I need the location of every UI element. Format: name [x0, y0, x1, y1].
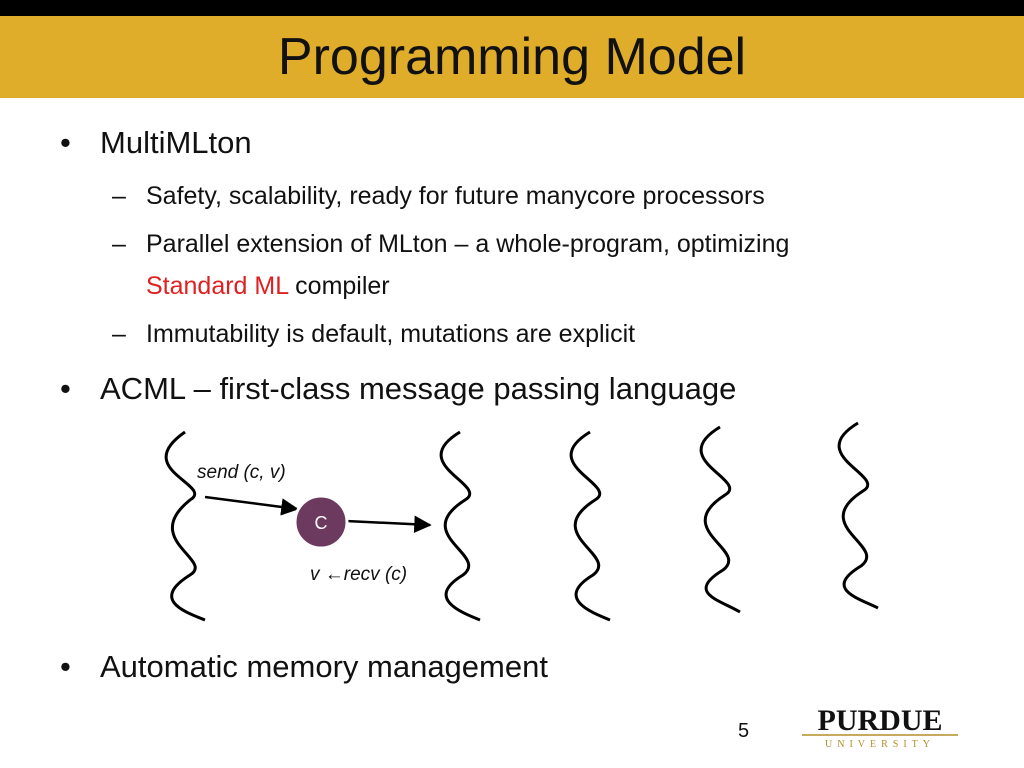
thread-2 [439, 430, 481, 622]
recv-arrow [345, 515, 432, 533]
channel-node [293, 494, 349, 550]
compiler-text: compiler [288, 272, 390, 300]
bullet-marker: • [60, 649, 71, 684]
dash-marker: – [112, 182, 126, 210]
sub-bullet-text-line2: Standard ML compiler [146, 266, 390, 306]
standard-ml-highlight: Standard ML [146, 272, 289, 300]
sub-bullet-text: Safety, scalability, ready for future ma… [146, 182, 765, 210]
bullet-marker: • [60, 371, 71, 406]
top-strip [0, 0, 1024, 16]
send-label: send (c, v) [197, 462, 286, 483]
dash-marker: – [112, 230, 126, 258]
page-number: 5 [738, 720, 750, 742]
sub-bullet-text-line1: Parallel extension of MLton – a whole-pr… [146, 230, 790, 258]
channel-label: C [315, 513, 328, 533]
sub-bullet-text: Immutability is default, mutations are e… [146, 320, 636, 348]
title-bar [0, 16, 1024, 98]
logo-word-purdue: PURDUE [818, 704, 943, 737]
bullet-marker: • [60, 125, 71, 160]
logo-word-university: UNIVERSITY [825, 739, 935, 750]
bullet-text: Automatic memory management [100, 649, 548, 684]
dash-marker: – [112, 320, 126, 348]
thread-3 [569, 430, 611, 622]
thread-1 [164, 430, 206, 622]
purdue-logo: PURDUE UNIVERSITY [802, 704, 958, 750]
message-passing-diagram: C send (c, v) v ←recv (c) [164, 421, 879, 622]
thread-4 [699, 425, 741, 614]
bullet-text: ACML – first-class message passing langu… [100, 371, 737, 406]
send-arrow [204, 495, 299, 516]
recv-label: v ←recv (c) [310, 564, 407, 585]
bullet-text: MultiMLton [100, 125, 252, 160]
thread-5 [837, 421, 879, 610]
slide-title: Programming Model [277, 28, 747, 86]
